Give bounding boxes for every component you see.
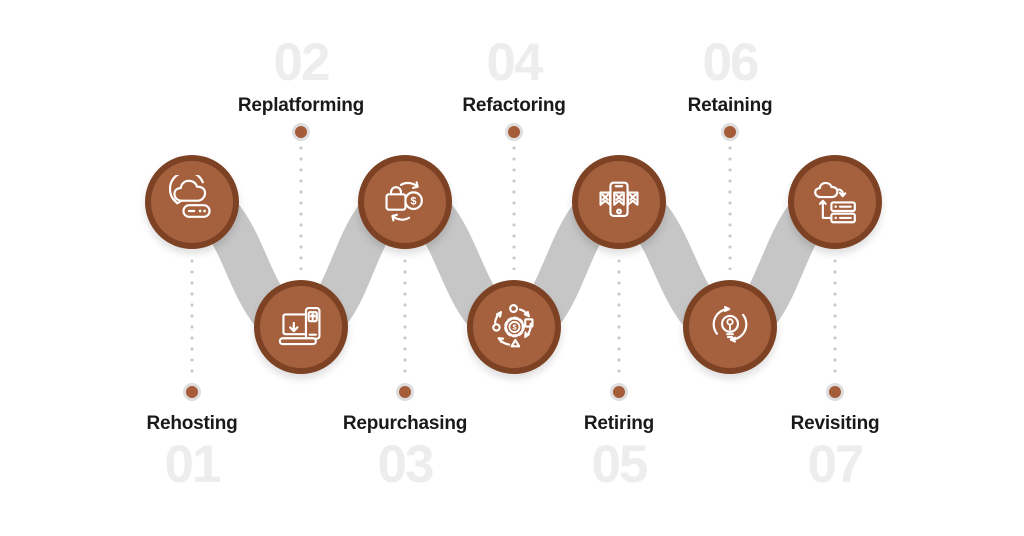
- step-number: 01: [164, 435, 222, 494]
- step-number: 07: [807, 435, 865, 494]
- mobile-discard-tags-icon: [599, 181, 639, 218]
- connector-dot: [505, 123, 523, 141]
- dotted-line: [299, 146, 303, 270]
- connector-dot: [721, 123, 739, 141]
- connector-dot: [396, 383, 414, 401]
- lightbulb-refresh-icon: [712, 306, 748, 343]
- step-number: 02: [273, 33, 331, 92]
- step-label: Revisiting: [790, 413, 880, 434]
- step-retiring: Retiring 05: [539, 0, 699, 536]
- step-label: Rehosting: [146, 413, 238, 434]
- step-number: 05: [591, 435, 649, 494]
- connector-dot: [292, 123, 310, 141]
- step-circle: $: [467, 280, 561, 374]
- step-refactoring: 04 Refactoring $: [434, 0, 594, 536]
- step-number: 06: [702, 33, 760, 92]
- dotted-line: [617, 259, 621, 377]
- cloud-refresh-server-icon: [168, 175, 211, 218]
- dotted-line: [833, 259, 837, 377]
- step-rehosting: Rehosting 01: [112, 0, 272, 536]
- dotted-line: [190, 259, 194, 377]
- gear-process-cycle-icon: $: [492, 304, 534, 348]
- step-circle: [254, 280, 348, 374]
- step-circle: [683, 280, 777, 374]
- connector-dot: [183, 383, 201, 401]
- svg-text:$: $: [411, 196, 417, 208]
- connector-dot: [610, 383, 628, 401]
- step-number: 04: [486, 33, 544, 92]
- step-label: Refactoring: [462, 95, 566, 116]
- laptop-mobile-migration-icon: [278, 307, 321, 346]
- step-circle: $: [358, 155, 452, 249]
- step-retaining: 06 Retaining: [650, 0, 810, 536]
- step-replatforming: 02 Replatforming: [221, 0, 381, 536]
- step-label: Replatforming: [237, 95, 365, 116]
- step-label: Repurchasing: [342, 413, 468, 434]
- dotted-line: [403, 259, 407, 377]
- step-circle: [572, 155, 666, 249]
- cloud-server-sync-icon: [814, 181, 856, 224]
- step-circle: [788, 155, 882, 249]
- step-number: 03: [377, 435, 435, 494]
- dotted-line: [728, 146, 732, 270]
- connector-dot: [826, 383, 844, 401]
- step-circle: [145, 155, 239, 249]
- svg-text:$: $: [512, 323, 517, 332]
- step-revisiting: Revisiting 07: [755, 0, 915, 536]
- step-label: Retaining: [687, 95, 773, 116]
- bag-dollar-exchange-icon: $: [385, 181, 423, 222]
- step-repurchasing: $ Repurchasing 03: [325, 0, 485, 536]
- dotted-line: [512, 146, 516, 270]
- step-label: Retiring: [583, 413, 655, 434]
